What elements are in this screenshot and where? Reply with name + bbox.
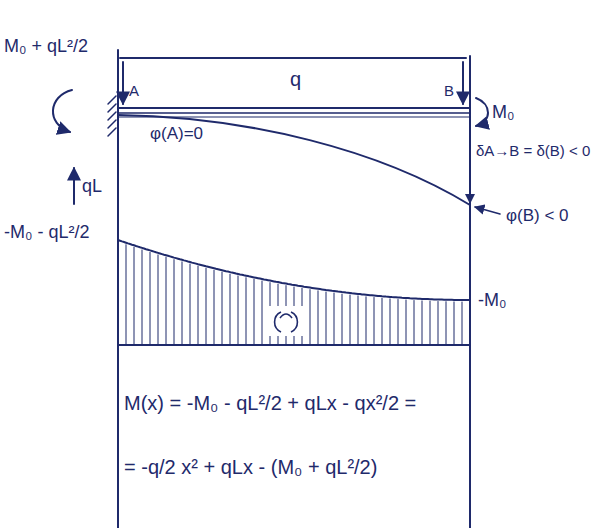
moment-hatch — [382, 298, 383, 344]
moment-hatch — [334, 293, 335, 344]
moment-hatch — [374, 298, 375, 345]
beam — [118, 107, 470, 109]
moment-hatch — [398, 300, 399, 345]
reaction-label: qL — [82, 176, 102, 197]
reaction-arrow — [73, 168, 75, 204]
rotation-label: φ(B) < 0 — [506, 206, 569, 226]
sign-symbol-stroke — [275, 312, 298, 332]
moment-hatch — [406, 300, 407, 344]
moment-hatch — [174, 260, 175, 344]
moment-value: -M₀ — [478, 290, 506, 311]
deflection-label: δA→B = δ(B) < 0 — [476, 142, 604, 159]
moment-hatch — [214, 270, 215, 344]
rotation-label: φ(A)=0 — [150, 124, 203, 144]
moment-equation: M(x) = -M₀ - qL²/2 + qLx - qx²/2 = — [124, 392, 416, 415]
moment-hatch — [182, 262, 183, 344]
moment-hatch — [206, 268, 207, 344]
right-reference-line — [469, 56, 471, 528]
fixed-support — [108, 96, 116, 136]
deflection-arrow — [469, 120, 471, 203]
load-arrow — [462, 62, 464, 104]
rotation-arrow — [475, 207, 500, 214]
moment-arrow — [476, 98, 488, 126]
moment-hatch — [326, 292, 327, 344]
moment-hatch — [414, 301, 415, 345]
point-label: A — [129, 82, 139, 99]
moment-hatch — [190, 264, 191, 344]
moment-hatch — [230, 274, 231, 344]
moment-hatch — [246, 278, 247, 344]
moment-hatch — [350, 295, 351, 344]
moment-hatch — [134, 247, 135, 344]
moment-label: M₀ + qL²/2 — [4, 36, 88, 57]
moment-arrow — [53, 90, 72, 132]
moment-hatch — [142, 250, 143, 344]
symbol-ground — [268, 306, 304, 336]
moment-hatch — [254, 279, 255, 344]
moment-value: -M₀ - qL²/2 — [4, 222, 89, 243]
moment-hatch — [158, 255, 159, 344]
moment-hatch — [262, 281, 263, 344]
moment-label: M₀ — [492, 102, 514, 123]
moment-hatch — [238, 276, 239, 344]
moment-hatch — [318, 291, 319, 344]
moment-hatch — [454, 302, 455, 344]
load-label: q — [290, 68, 301, 91]
moment-hatch — [198, 266, 199, 344]
moment-hatch — [446, 302, 447, 344]
beam — [118, 112, 470, 114]
moment-equation: = -q/2 x² + qLx - (M₀ + qL²/2) — [124, 456, 377, 479]
load-arrow — [122, 62, 124, 104]
moment-hatch — [366, 297, 367, 344]
moment-hatch — [126, 245, 127, 344]
distributed-load — [120, 57, 466, 59]
moment-hatch — [438, 302, 439, 345]
point-label: B — [444, 82, 454, 99]
moment-hatch — [462, 302, 463, 344]
moment-hatch — [166, 257, 167, 344]
deflection-curve — [118, 115, 470, 205]
moment-hatch — [422, 301, 423, 344]
moment-hatch — [430, 301, 431, 344]
moment-diagram — [118, 240, 470, 344]
moment-hatch — [150, 252, 151, 344]
sign-symbol — [268, 306, 304, 336]
moment-hatch — [358, 296, 359, 344]
moment-hatch — [390, 299, 391, 344]
moment-hatch — [222, 272, 223, 344]
moment-hatch — [310, 290, 311, 344]
moment-hatch — [342, 294, 343, 344]
left-reference-line — [117, 50, 119, 528]
